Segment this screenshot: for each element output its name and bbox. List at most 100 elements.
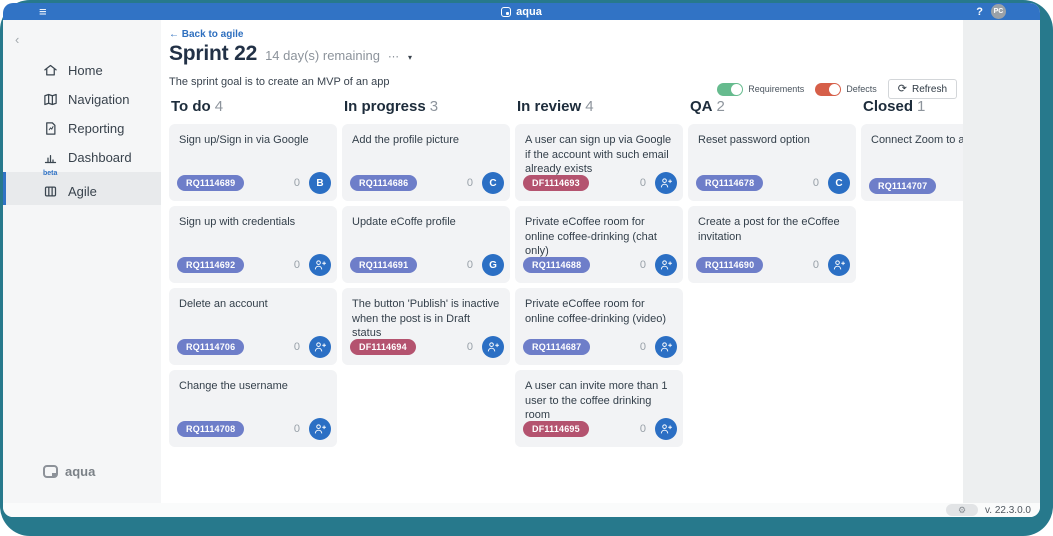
back-to-agile-link[interactable]: ← Back to agile	[169, 29, 244, 40]
add-user-avatar[interactable]	[309, 254, 331, 276]
add-user-icon	[660, 424, 673, 434]
card-title: Add the profile picture	[352, 134, 460, 146]
user-avatar[interactable]: PC	[991, 4, 1006, 19]
app-window: ≡ aqua ? PC ‹ Home Navigation Reporting	[3, 3, 1040, 517]
sidebar-item-reporting[interactable]: Reporting	[3, 114, 161, 143]
sidebar-item-dashboard[interactable]: Dashboard	[3, 143, 161, 172]
card-id-badge[interactable]: RQ1114690	[696, 257, 764, 273]
version-label: v. 22.3.0.0	[985, 504, 1031, 516]
kanban-card[interactable]: Create a post for the eCoffee invitation…	[688, 206, 856, 283]
card-count: 0	[293, 259, 300, 271]
card-id-badge[interactable]: RQ1114678	[696, 175, 764, 191]
kanban-card[interactable]: The button 'Publish' is inactive when th…	[342, 288, 510, 365]
chevron-down-icon[interactable]: ▾	[407, 53, 412, 62]
kanban-card[interactable]: Connect Zoom to an ac RQ1114707	[861, 124, 963, 201]
requirements-toggle-label: Requirements	[748, 84, 805, 94]
card-count: 0	[466, 177, 473, 189]
add-user-avatar[interactable]	[309, 336, 331, 358]
sidebar-item-label: Navigation	[68, 92, 130, 107]
kanban-card[interactable]: Delete an account RQ1114706 0	[169, 288, 337, 365]
card-title: A user can sign up via Google if the acc…	[525, 134, 672, 176]
card-id-badge[interactable]: RQ1114708	[177, 421, 245, 437]
defects-toggle[interactable]: Defects	[815, 82, 877, 96]
card-id-badge[interactable]: RQ1114686	[350, 175, 418, 191]
column-card-list: Reset password option RQ1114678 0 C Crea…	[688, 124, 856, 283]
card-count: 0	[812, 259, 819, 271]
card-id-badge[interactable]: RQ1114707	[869, 178, 937, 194]
column-name: In progress	[344, 98, 426, 115]
card-id-badge[interactable]: DF1114694	[350, 339, 416, 355]
gear-icon: ⚙	[957, 504, 967, 515]
sidebar-item-agile[interactable]: beta Agile	[3, 170, 161, 205]
help-icon[interactable]: ?	[976, 5, 983, 18]
card-title: Change the username	[179, 380, 288, 392]
add-user-icon	[660, 178, 673, 188]
sidebar-item-label: Home	[68, 63, 103, 78]
card-id-badge[interactable]: RQ1114692	[177, 257, 245, 273]
sprint-goal: The sprint goal is to create an MVP of a…	[169, 76, 390, 88]
card-title: Sign up with credentials	[179, 216, 296, 228]
column-card-list: Connect Zoom to an ac RQ1114707	[861, 124, 963, 201]
kanban-card[interactable]: Sign up with credentials RQ1114692 0	[169, 206, 337, 283]
card-id-badge[interactable]: RQ1114691	[350, 257, 418, 273]
sidebar-item-navigation[interactable]: Navigation	[3, 85, 161, 114]
card-title: Sign up/Sign in via Google	[179, 134, 309, 146]
add-user-avatar[interactable]	[309, 418, 331, 440]
kanban-card[interactable]: Reset password option RQ1114678 0 C	[688, 124, 856, 201]
assignee-avatar[interactable]: B	[309, 172, 331, 194]
add-user-avatar[interactable]	[655, 418, 677, 440]
column-count: 2	[716, 98, 725, 115]
card-count: 0	[466, 341, 473, 353]
defects-toggle-switch[interactable]	[815, 82, 842, 96]
add-user-avatar[interactable]	[655, 172, 677, 194]
add-user-avatar[interactable]	[482, 336, 504, 358]
card-id-badge[interactable]: RQ1114689	[177, 175, 245, 191]
card-title: The button 'Publish' is inactive when th…	[352, 298, 500, 340]
refresh-button[interactable]: ⟳ Refresh	[887, 79, 957, 99]
more-options-icon[interactable]: ⋯	[387, 51, 400, 63]
card-id-badge[interactable]: DF1114695	[523, 421, 589, 437]
column-card-list: Add the profile picture RQ1114686 0 C Up…	[342, 124, 510, 365]
column-name: Closed	[863, 98, 914, 115]
sidebar-item-label: Dashboard	[68, 150, 132, 165]
card-id-badge[interactable]: RQ1114687	[523, 339, 591, 355]
add-user-icon	[660, 260, 673, 270]
column-count: 4	[214, 98, 224, 115]
add-user-icon	[660, 342, 673, 352]
add-user-avatar[interactable]	[655, 254, 677, 276]
assignee-avatar[interactable]: C	[482, 172, 504, 194]
card-id-badge[interactable]: RQ1114706	[177, 339, 245, 355]
add-user-avatar[interactable]	[655, 336, 677, 358]
board-controls: Requirements Defects ⟳ Refresh	[717, 79, 957, 99]
card-count: 0	[293, 177, 300, 189]
kanban-card[interactable]: Add the profile picture RQ1114686 0 C	[342, 124, 510, 201]
kanban-card[interactable]: Change the username RQ1114708 0	[169, 370, 337, 447]
add-user-avatar[interactable]	[828, 254, 850, 276]
requirements-toggle[interactable]: Requirements	[717, 82, 805, 96]
dashboard-icon	[44, 155, 57, 164]
sidebar-item-home[interactable]: Home	[3, 56, 161, 85]
aqua-logo-icon	[43, 465, 58, 478]
kanban-card[interactable]: A user can invite more than 1 user to th…	[515, 370, 683, 447]
hamburger-menu-icon[interactable]: ≡	[39, 4, 47, 19]
assignee-avatar[interactable]: G	[482, 254, 504, 276]
card-id-badge[interactable]: RQ1114688	[523, 257, 591, 273]
kanban-card[interactable]: A user can sign up via Google if the acc…	[515, 124, 683, 201]
assignee-avatar[interactable]: C	[828, 172, 850, 194]
kanban-card[interactable]: Update eCoffe profile RQ1114691 0 G	[342, 206, 510, 283]
sidebar-collapse-icon[interactable]: ‹	[15, 32, 20, 47]
requirements-toggle-switch[interactable]	[717, 82, 744, 96]
map-icon	[44, 93, 57, 106]
kanban-card[interactable]: Sign up/Sign in via Google RQ1114689 0 B	[169, 124, 337, 201]
kanban-card[interactable]: Private eCoffee room for online coffee-d…	[515, 206, 683, 283]
card-title: Private eCoffee room for online coffee-d…	[525, 216, 657, 258]
settings-button[interactable]: ⚙	[946, 504, 979, 516]
board-overflow-background	[963, 20, 1040, 503]
card-id-badge[interactable]: DF1114693	[523, 175, 589, 191]
kanban-card[interactable]: Private eCoffee room for online coffee-d…	[515, 288, 683, 365]
